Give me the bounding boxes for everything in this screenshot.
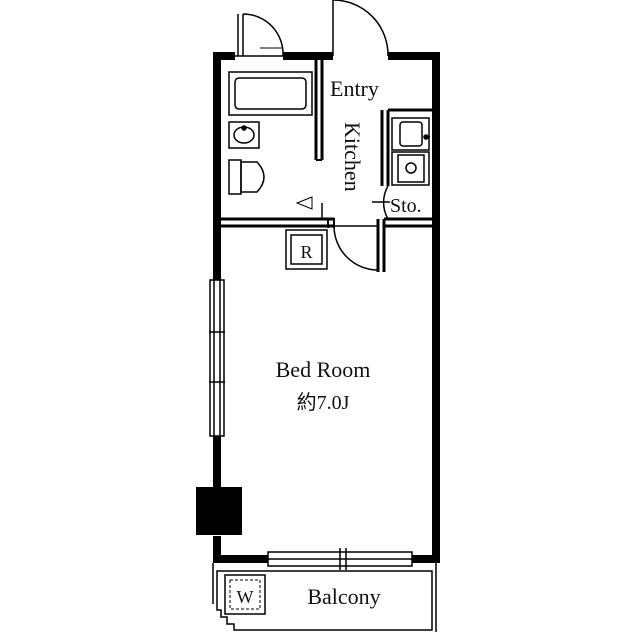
storage-label: Sto. [390,195,422,217]
left-window [209,279,225,437]
toilet-icon [228,159,265,195]
bathroom-door [235,13,284,57]
structural-column [196,487,242,535]
bedroom-door [333,225,379,272]
bathtub-icon [228,71,313,116]
entry-label: Entry [330,76,379,101]
floor-step-marker [295,196,313,210]
balcony-door [267,548,413,570]
balcony-outline [212,563,437,632]
storage-door [372,185,390,220]
washer-box: W [224,574,266,615]
stove-icon [391,151,430,186]
washer-label: W [237,587,254,607]
kitchen-sink-icon [391,117,430,151]
refrigerator-label: R [300,242,312,262]
bedroom-area-label: 約7.0J [297,391,350,414]
refrigerator-box: R [285,229,328,270]
kitchen-label: Kitchen [340,122,365,192]
bedroom-label: Bed Room [276,357,371,382]
washbasin-icon [228,121,260,149]
balcony-label: Balcony [307,584,380,609]
entry-door [332,0,389,57]
exterior-walls [196,52,440,563]
